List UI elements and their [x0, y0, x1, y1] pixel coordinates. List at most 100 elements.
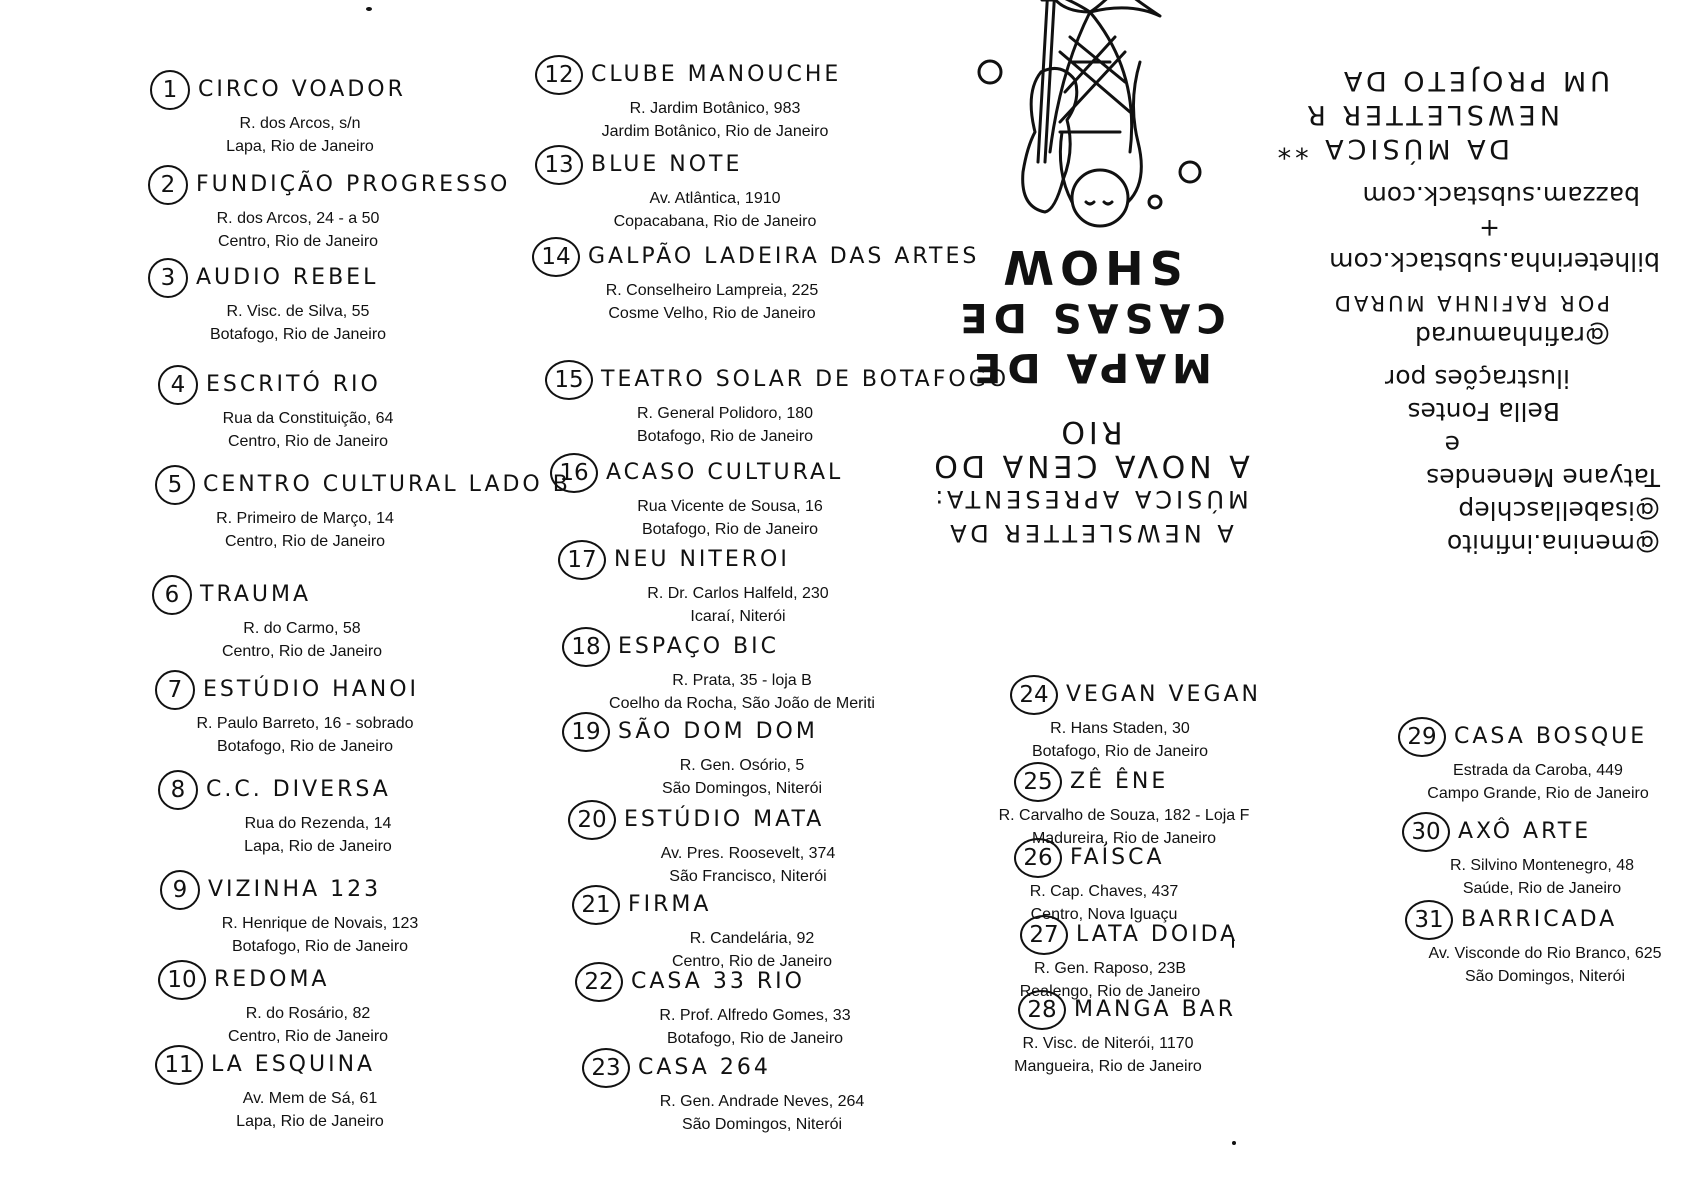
venue-neighborhood: Botafogo, Rio de Janeiro	[641, 521, 819, 538]
venue-heading: 29 CASA BOSQUE	[1398, 717, 1647, 757]
venue-name: GALPÃO LADEIRA DAS ARTES	[588, 244, 980, 269]
venue-neighborhood: Realengo, Rio de Janeiro	[1019, 983, 1201, 1000]
venue-name: VEGAN VEGAN	[1066, 682, 1262, 707]
venue-street: R. Gen. Osório, 5	[679, 757, 805, 774]
venue-name: FAÍSCA	[1070, 845, 1165, 870]
venue-neighborhood: Centro, Rio de Janeiro	[217, 233, 379, 250]
venue-name: AUDIO REBEL	[196, 265, 379, 290]
venue-neighborhood: Saúde, Rio de Janeiro	[1462, 880, 1622, 897]
cover-subtitle-line3: A NOVA CENA DO	[930, 448, 1250, 483]
cover-subtitle-line4: RIO	[1057, 414, 1123, 449]
venue-street: R. Prata, 35 - loja B	[672, 672, 812, 689]
venue-neighborhood: Lapa, Rio de Janeiro	[244, 838, 392, 855]
venue-neighborhood: Botafogo, Rio de Janeiro	[666, 1030, 844, 1047]
venue-street: R. dos Arcos, s/n	[239, 115, 361, 132]
venue-number-badge: 10	[158, 960, 206, 1000]
venue-address: Rua Vicente de Sousa, 16 Botafogo, Rio de…	[580, 495, 880, 541]
venue-number-badge: 15	[545, 360, 593, 400]
venue-name: MANGA BAR	[1074, 997, 1237, 1022]
venue-number-badge: 19	[562, 712, 610, 752]
venue-name: BARRICADA	[1461, 907, 1618, 932]
credits-plus: +	[1479, 214, 1500, 243]
venue-heading: 14 GALPÃO LADEIRA DAS ARTES	[532, 237, 979, 277]
venue-neighborhood: Botafogo, Rio de Janeiro	[216, 738, 394, 755]
venue-address: R. Prata, 35 - loja B Coelho da Rocha, Sã…	[592, 669, 892, 715]
cover-subtitle: A NEWSLETTER DA MÚSICA APRESENTA: A NOVA…	[930, 414, 1250, 550]
venue-street: R. Gen. Raposo, 23B	[1033, 960, 1187, 977]
credits-handle2: @isabellaschlep	[1458, 496, 1660, 525]
venue-heading: 5 CENTRO CULTURAL LADO B	[155, 465, 571, 505]
venue-number-badge: 25	[1014, 762, 1062, 802]
venue-neighborhood: Botafogo, Rio de Janeiro	[1031, 743, 1209, 760]
credits-project: DA MÚSICA ** NEWSLETTER R UM PROJETO DA	[1273, 63, 1660, 165]
venue-street: R. Prof. Alfredo Gomes, 33	[659, 1007, 851, 1024]
credits-handle1: @rafinhamurad	[1414, 321, 1610, 350]
venue-name: ESTÚDIO MATA	[624, 807, 825, 832]
venue-number-badge: 18	[562, 627, 610, 667]
venue-street: Rua Vicente de Sousa, 16	[637, 498, 823, 515]
venue-neighborhood: Botafogo, Rio de Janeiro	[209, 326, 387, 343]
venue-neighborhood: São Domingos, Niterói	[661, 780, 823, 797]
venue-name: AXÔ ARTE	[1458, 819, 1592, 844]
venue-heading: 31 BARRICADA	[1405, 900, 1617, 940]
venue-number-badge: 2	[148, 165, 188, 205]
venue-street: Av. Atlântica, 1910	[649, 190, 781, 207]
venue-neighborhood: Centro, Rio de Janeiro	[671, 953, 833, 970]
venue-neighborhood: Coelho da Rocha, São João de Meriti	[609, 695, 875, 712]
venue-street: R. Carvalho de Souza, 182 - Loja F	[998, 807, 1250, 824]
venue-name: CLUBE MANOUCHE	[591, 62, 842, 87]
venue-number-badge: 16	[550, 453, 598, 493]
venue-number-badge: 31	[1405, 900, 1453, 940]
venue-street: R. Visc. de Silva, 55	[226, 303, 370, 320]
credits-project-line2: NEWSLETTER R	[1303, 99, 1560, 130]
venue-name: CIRCO VOADOR	[198, 77, 406, 102]
venue-number-badge: 22	[575, 962, 623, 1002]
venue-street: Rua da Constituição, 64	[222, 410, 394, 427]
venue-name: FUNDIÇÃO PROGRESSO	[196, 172, 511, 197]
venue-number-badge: 29	[1398, 717, 1446, 757]
venue-address: R. Visc. de Silva, 55 Botafogo, Rio de Ja…	[148, 300, 448, 346]
venue-neighborhood: Campo Grande, Rio de Janeiro	[1427, 785, 1649, 802]
venue-address: R. dos Arcos, 24 - a 50 Centro, Rio de Ja…	[148, 207, 448, 253]
venue-street: R. dos Arcos, 24 - a 50	[216, 210, 380, 227]
venue-street: R. Visc. de Niterói, 1170	[1022, 1035, 1194, 1052]
venue-name: CASA 33 RIO	[631, 969, 805, 994]
venue-number-badge: 30	[1402, 812, 1450, 852]
venue-neighborhood: Copacabana, Rio de Janeiro	[613, 213, 817, 230]
credits-link1: bazzam.substack.com	[1362, 181, 1640, 210]
cover-title-line3: SHOW	[997, 240, 1183, 294]
venue-street: Estrada da Caroba, 449	[1453, 762, 1623, 779]
venue-street: R. Conselheiro Lampreia, 225	[605, 282, 819, 299]
cover-subtitle-line2: MÚSICA APRESENTA:	[931, 485, 1249, 513]
venue-number-badge: 14	[532, 237, 580, 277]
venue-name: CENTRO CULTURAL LADO B	[203, 472, 571, 497]
cover-title: MAPA DE CASAS DE SHOW	[930, 240, 1250, 392]
scan-speck	[1232, 938, 1234, 948]
venue-neighborhood: Botafogo, Rio de Janeiro	[231, 938, 409, 955]
venue-name: CASA BOSQUE	[1454, 724, 1648, 749]
scan-speck	[366, 7, 372, 11]
venue-number-badge: 5	[155, 465, 195, 505]
credits-project-line3: DA MÚSICA **	[1273, 133, 1510, 164]
venue-street: R. Paulo Barreto, 16 - sobrado	[196, 715, 414, 732]
